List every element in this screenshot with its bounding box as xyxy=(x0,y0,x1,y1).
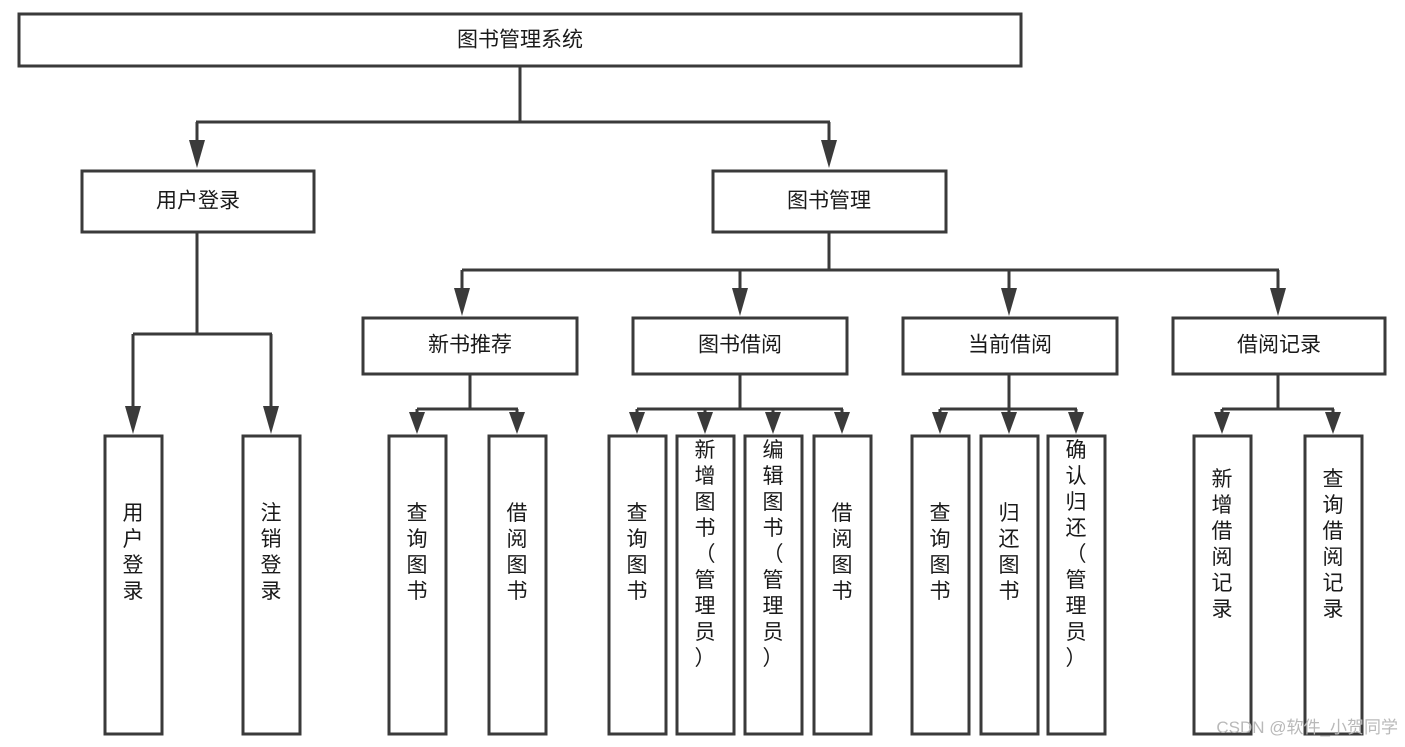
arrowhead-leaf-borrow-book-2 xyxy=(834,412,850,434)
arrowhead-new-book-recommend xyxy=(454,288,470,316)
leaf-node-query-book-1[interactable]: 查询图书 xyxy=(387,434,448,736)
leaf-edit-book-label: 编辑图书（管理员） xyxy=(763,439,784,670)
arrowhead-book-management xyxy=(821,140,837,168)
node-user-login-label: 用户登录 xyxy=(156,190,240,213)
node-user-login[interactable]: 用户登录 xyxy=(80,169,316,234)
arrowhead-leaf-return-book xyxy=(1001,412,1017,434)
leaf-node-query-book-2[interactable]: 查询图书 xyxy=(607,434,668,736)
leaf-add-book-label: 新增图书（管理员） xyxy=(695,439,716,670)
leaf-node-query-book-3[interactable]: 查询图书 xyxy=(910,434,971,736)
arrowhead-leaf-confirm-return xyxy=(1068,412,1084,434)
leaf-borrow-book-1-box[interactable] xyxy=(487,434,548,736)
leaf-add-record-label: 新增借阅记录 xyxy=(1212,468,1233,621)
leaf-node-confirm-return[interactable]: 确认归还（管理员） xyxy=(1046,434,1107,736)
node-current-borrow-box[interactable] xyxy=(901,316,1119,376)
arrowhead-leaf-add-record xyxy=(1214,412,1230,434)
leaf-query-book-1-box[interactable] xyxy=(387,434,448,736)
connector-group-current-borrow xyxy=(932,375,1084,434)
leaf-return-book-label: 归还图书 xyxy=(999,502,1020,603)
leaf-node-user-logout[interactable]: 注销登录 xyxy=(241,434,302,736)
leaf-node-add-record[interactable]: 新增借阅记录 xyxy=(1192,434,1253,736)
arrowhead-leaf-query-book-2 xyxy=(629,412,645,434)
leaf-node-borrow-book-1[interactable]: 借阅图书 xyxy=(487,434,548,736)
leaf-borrow-book-2-label: 借阅图书 xyxy=(832,502,853,603)
connector-group-root xyxy=(189,67,837,168)
node-current-borrow-label: 当前借阅 xyxy=(968,334,1052,357)
node-book-management-box[interactable] xyxy=(711,169,948,234)
arrowhead-leaf-user-logout xyxy=(263,406,279,434)
leaf-borrow-book-2-box[interactable] xyxy=(812,434,873,736)
leaf-node-user-login[interactable]: 用户登录 xyxy=(103,434,164,736)
leaf-query-book-1-label: 查询图书 xyxy=(407,502,428,603)
arrowhead-leaf-add-book xyxy=(697,412,713,434)
node-current-borrow[interactable]: 当前借阅 xyxy=(901,316,1119,376)
node-borrow-record-label: 借阅记录 xyxy=(1237,334,1321,357)
leaf-query-book-3-box[interactable] xyxy=(910,434,971,736)
node-new-book-recommend-label: 新书推荐 xyxy=(428,334,512,357)
node-book-borrow-box[interactable] xyxy=(631,316,849,376)
node-borrow-record[interactable]: 借阅记录 xyxy=(1171,316,1387,376)
arrowhead-book-borrow xyxy=(732,288,748,316)
node-new-book-recommend-box[interactable] xyxy=(361,316,579,376)
leaf-node-query-record[interactable]: 查询借阅记录 xyxy=(1303,434,1364,736)
csdn-watermark: CSDN @软件_小贺同学 xyxy=(1216,718,1398,737)
leaf-user-login-box[interactable] xyxy=(103,434,164,736)
leaf-borrow-book-1-label: 借阅图书 xyxy=(507,502,528,603)
leaf-confirm-return-label: 确认归还（管理员） xyxy=(1066,439,1087,670)
connector-group-user-login xyxy=(125,233,279,434)
arrowhead-borrow-record xyxy=(1270,288,1286,316)
leaf-node-edit-book[interactable]: 编辑图书（管理员） xyxy=(743,434,804,736)
node-root-label: 图书管理系统 xyxy=(457,29,583,52)
node-borrow-record-box[interactable] xyxy=(1171,316,1387,376)
arrowhead-user-login xyxy=(189,140,205,168)
leaf-query-record-box[interactable] xyxy=(1303,434,1364,736)
leaf-user-logout-box[interactable] xyxy=(241,434,302,736)
node-user-login-box[interactable] xyxy=(80,169,316,234)
arrowhead-leaf-query-book-1 xyxy=(409,412,425,434)
leaf-node-add-book[interactable]: 新增图书（管理员） xyxy=(675,434,736,736)
leaf-node-return-book[interactable]: 归还图书 xyxy=(979,434,1040,736)
node-root-box[interactable] xyxy=(17,12,1023,68)
node-book-management-label: 图书管理 xyxy=(787,190,871,213)
leaf-add-record-box[interactable] xyxy=(1192,434,1253,736)
leaf-query-book-2-box[interactable] xyxy=(607,434,668,736)
connector-group-borrow-record xyxy=(1214,375,1341,434)
arrowhead-leaf-user-login xyxy=(125,406,141,434)
leaf-user-login-label: 用户登录 xyxy=(123,502,144,603)
leaf-query-record-label: 查询借阅记录 xyxy=(1323,468,1344,621)
leaf-query-book-3-label: 查询图书 xyxy=(930,502,951,603)
connector-group-book-borrow xyxy=(629,375,850,434)
leaf-edit-book-box[interactable] xyxy=(743,434,804,736)
node-book-management[interactable]: 图书管理 xyxy=(711,169,948,234)
node-root[interactable]: 图书管理系统 xyxy=(17,12,1023,68)
connector-group-book-management xyxy=(454,233,1286,316)
arrowhead-leaf-edit-book xyxy=(765,412,781,434)
node-new-book-recommend[interactable]: 新书推荐 xyxy=(361,316,579,376)
leaf-query-book-2-label: 查询图书 xyxy=(627,502,648,603)
leaf-user-logout-label: 注销登录 xyxy=(261,502,282,603)
node-book-borrow-label: 图书借阅 xyxy=(698,334,782,357)
arrowhead-leaf-query-record xyxy=(1325,412,1341,434)
node-book-borrow[interactable]: 图书借阅 xyxy=(631,316,849,376)
connector-group-new-book-recommend xyxy=(409,375,525,434)
leaf-confirm-return-box[interactable] xyxy=(1046,434,1107,736)
arrowhead-current-borrow xyxy=(1001,288,1017,316)
leaf-add-book-box[interactable] xyxy=(675,434,736,736)
leaf-return-book-box[interactable] xyxy=(979,434,1040,736)
arrowhead-leaf-query-book-3 xyxy=(932,412,948,434)
leaf-node-borrow-book-2[interactable]: 借阅图书 xyxy=(812,434,873,736)
arrowhead-leaf-borrow-book-1 xyxy=(509,412,525,434)
